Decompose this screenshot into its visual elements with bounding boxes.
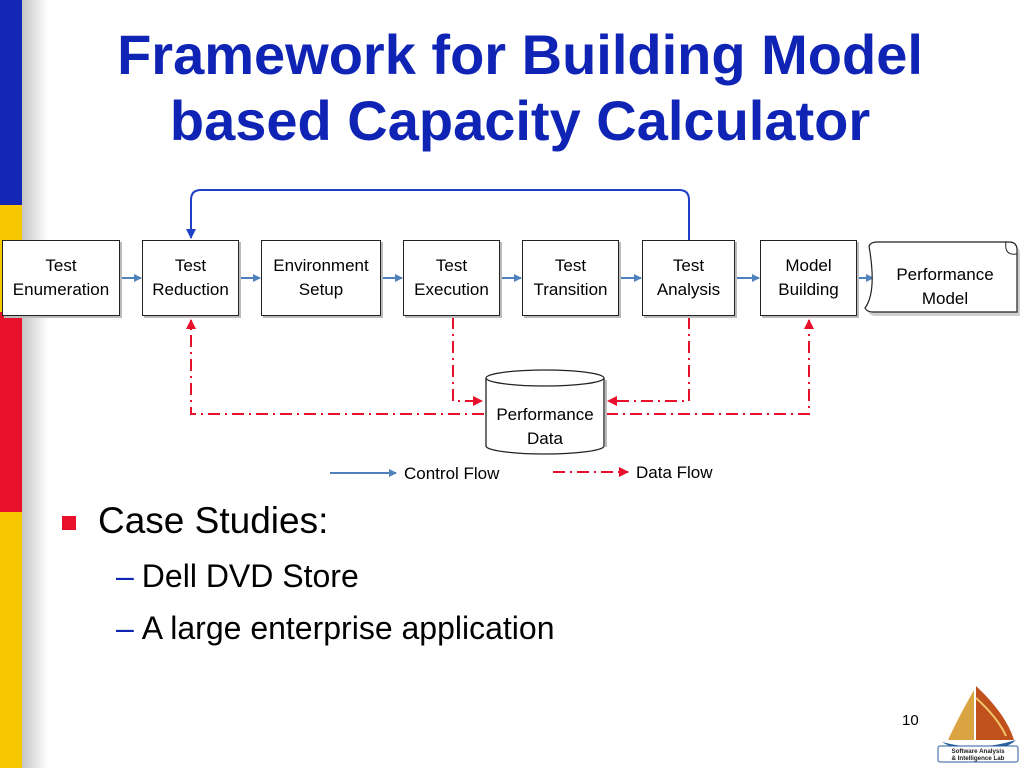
performance-model-label: Performance Model [880, 263, 1010, 311]
page-number: 10 [902, 712, 919, 729]
slide-title: Framework for Building Model based Capac… [40, 22, 1000, 154]
step-label-line-1: Test [554, 256, 587, 275]
feedback-loop-arrow [186, 189, 690, 240]
logo-text-line-1: Software Analysis [951, 748, 1005, 755]
title-line-2: based Capacity Calculator [169, 89, 871, 152]
logo-text-line-2: & Intelligence Lab [952, 755, 1005, 762]
step-label-line-1: Test [45, 256, 77, 275]
sailboat-logo-icon: Software Analysis & Intelligence Lab [937, 686, 1019, 763]
store-label-line-2: Data [527, 429, 563, 448]
color-strip-red [0, 312, 22, 512]
step-label-line-2: Transition [533, 280, 608, 299]
legend-control-label: Control Flow [404, 464, 500, 483]
step-label-line-2: Execution [414, 280, 489, 299]
output-label-line-1: Performance [896, 265, 994, 284]
performance-data-store [485, 369, 607, 455]
color-strip-yellow-bottom [0, 512, 22, 768]
data-flow-analysis-to-store [607, 317, 690, 406]
sub-bullet-item: – Dell DVD Store [116, 550, 555, 602]
step-label-line-2: Building [778, 280, 839, 299]
step-label-line-1: Environment [273, 256, 369, 275]
store-label-line-1: Performance [496, 405, 594, 424]
performance-model-document [864, 241, 1020, 316]
step-label-line-2: Setup [298, 280, 344, 299]
sub-bullet-item: – A large enterprise application [116, 602, 555, 654]
bullet-list: Case Studies: – Dell DVD Store – A large… [62, 496, 555, 654]
step-label-line-1: Test [435, 256, 468, 275]
data-flow-store-to-reduction [186, 319, 484, 415]
sub-bullet-text: Dell DVD Store [141, 558, 359, 594]
step-label-line-2: Enumeration [12, 280, 110, 299]
square-bullet-icon [62, 516, 76, 530]
output-label-line-2: Model [921, 289, 969, 308]
step-label-line-1: Test [672, 256, 705, 275]
title-line-1: Framework for Building Model [117, 23, 923, 86]
color-strip-blue [0, 0, 22, 205]
step-label-line-2: Analysis [656, 280, 721, 299]
data-flow-execution-to-store [452, 317, 483, 406]
step-label-line-1: Test [174, 256, 207, 275]
dash-bullet-icon: – [116, 558, 134, 594]
step-label-line-2: Reduction [152, 280, 229, 299]
bullet-item: Case Studies: [62, 496, 555, 546]
sub-bullet-text: A large enterprise application [141, 610, 555, 646]
performance-data-label: Performance Data [484, 403, 606, 451]
bullet-text: Case Studies: [98, 500, 329, 541]
step-label-line-1: Model [785, 256, 832, 275]
legend-data-label: Data Flow [636, 463, 713, 482]
data-flow-store-to-model [606, 319, 814, 415]
strip-shadow [22, 0, 48, 768]
dash-bullet-icon: – [116, 610, 134, 646]
